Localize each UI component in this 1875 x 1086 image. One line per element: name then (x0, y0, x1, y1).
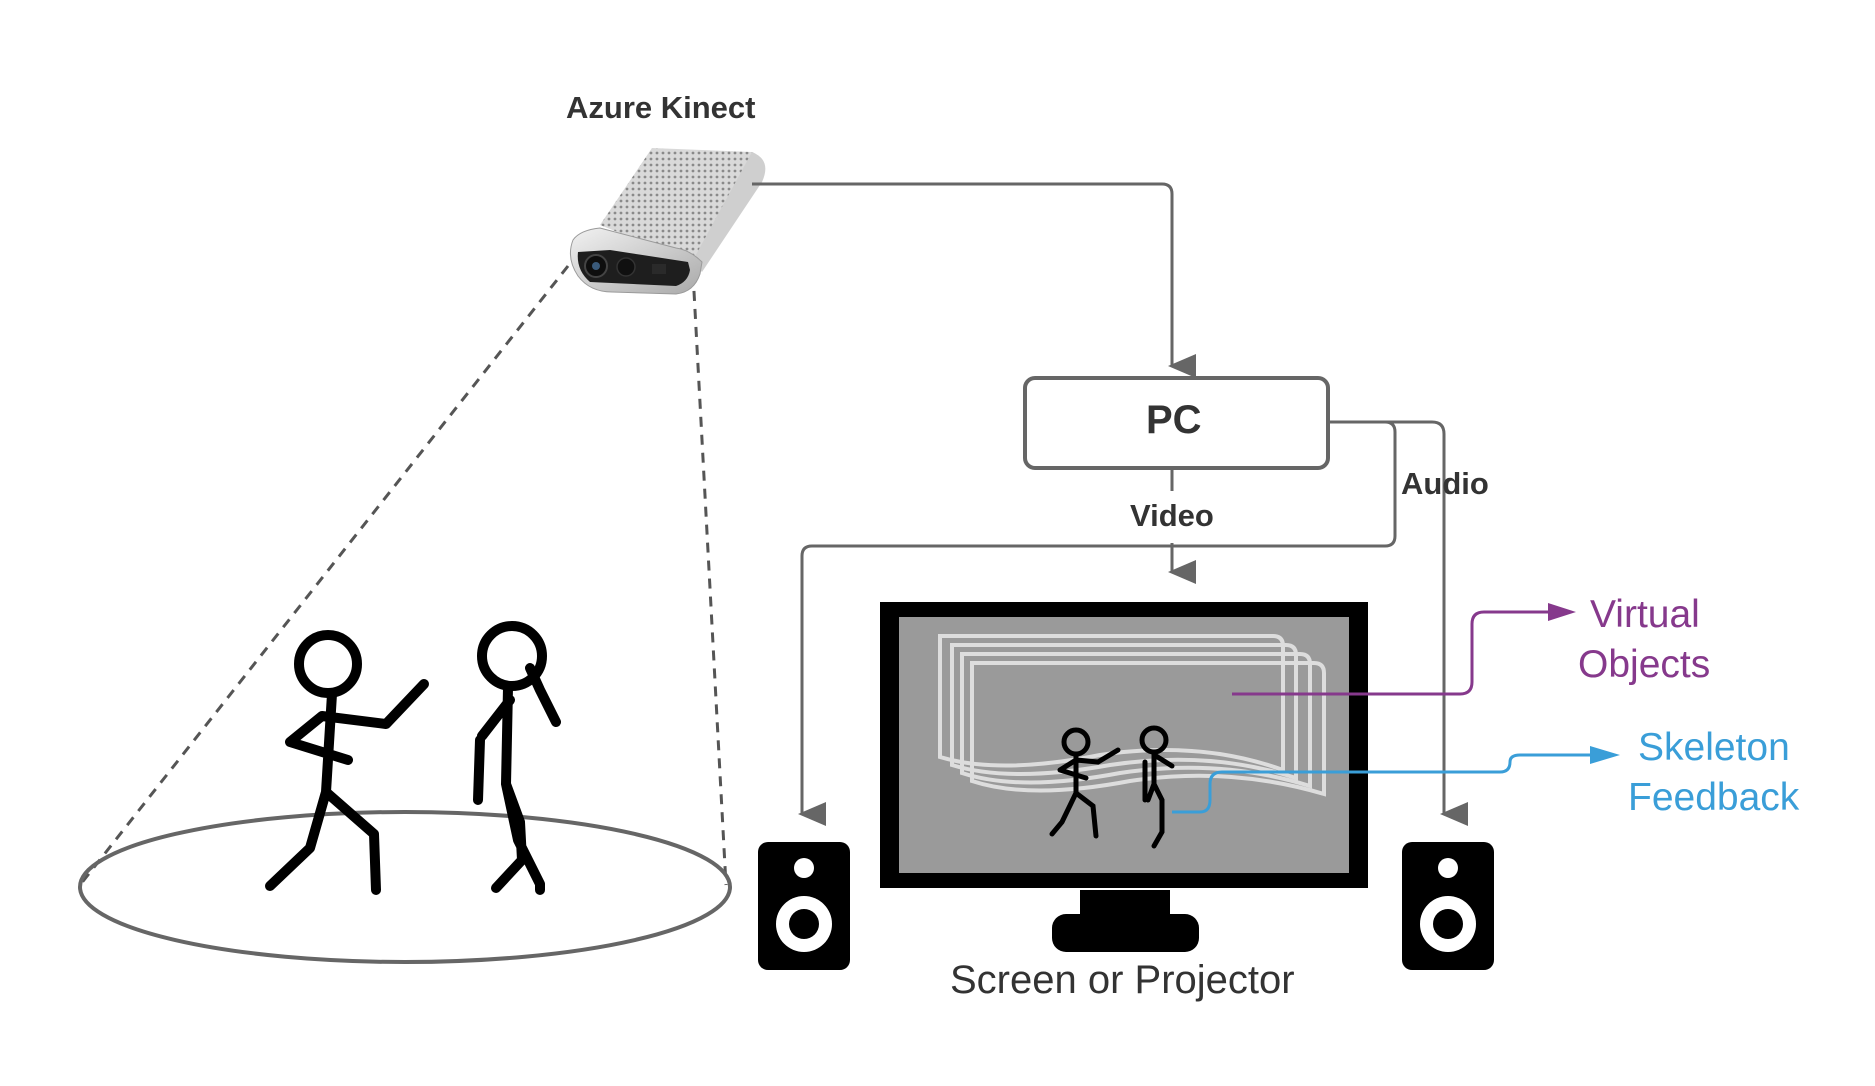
screen-label: Screen or Projector (950, 958, 1295, 1002)
video-label: Video (1130, 498, 1214, 533)
virtual-objects-arrowhead (1548, 603, 1576, 621)
camera-to-pc-connector (752, 182, 1196, 378)
skeleton-feedback-label-line2: Feedback (1628, 776, 1800, 819)
speaker-icon (758, 842, 850, 970)
virtual-objects-connector (1232, 610, 1548, 696)
pc-label: PC (1146, 398, 1202, 442)
pc-to-left-speaker-connector (798, 420, 1397, 826)
monitor-icon (880, 602, 1368, 952)
virtual-objects-label-line1: Virtual (1590, 593, 1700, 636)
skeleton-feedback-label-line1: Skeleton (1638, 726, 1790, 769)
skeleton-feedback-connector (1172, 753, 1590, 814)
audio-label: Audio (1401, 466, 1489, 501)
pc-box (1023, 376, 1330, 470)
speaker-icon (1402, 842, 1494, 970)
stick-figure-icon (473, 621, 561, 895)
screen-stick-figures (1049, 725, 1175, 849)
camera-label: Azure Kinect (566, 90, 756, 125)
pc-to-right-speaker-connector (1330, 420, 1468, 826)
field-of-view (78, 265, 732, 964)
azure-kinect-camera-icon (569, 148, 766, 295)
virtual-objects-label-line2: Objects (1578, 643, 1711, 686)
virtual-object-frames (938, 634, 1326, 797)
stick-figure-icon (265, 630, 429, 895)
skeleton-feedback-arrowhead (1590, 746, 1620, 764)
tracking-area-ellipse (78, 810, 732, 964)
